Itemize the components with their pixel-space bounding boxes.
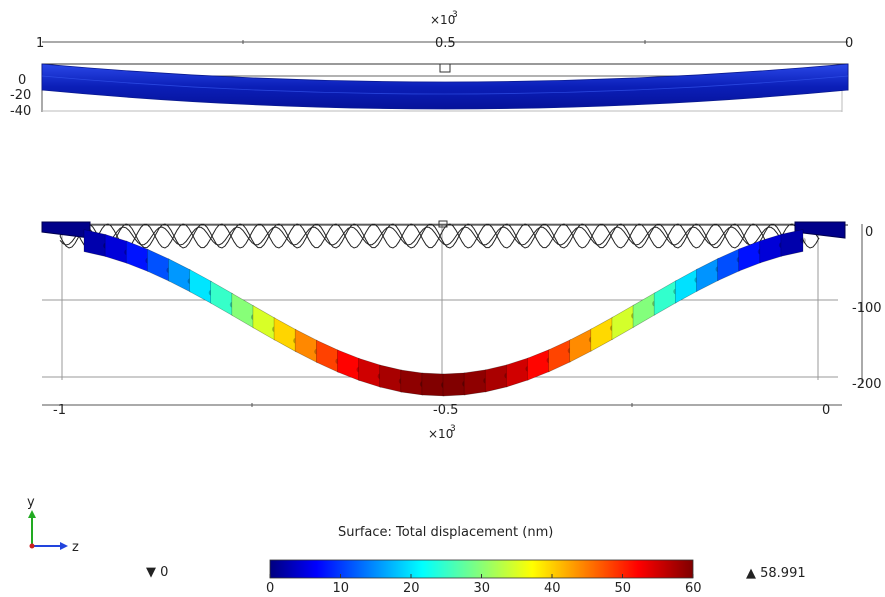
z-arrowhead-icon	[60, 542, 68, 550]
colorbar-ticks: 0 10 20 30 40 50 60	[266, 574, 702, 596]
axis-triad: y z	[27, 495, 79, 555]
top-x-tick-label: 0.5	[435, 36, 456, 51]
top-y-tick-label: -40	[10, 104, 31, 119]
beam-segment	[738, 240, 762, 272]
top-view: ×10 3 1 0.5 0 0 -20 -40	[10, 10, 853, 119]
top-x-tick-label: 0	[845, 36, 853, 51]
top-beam-edge	[41, 75, 849, 95]
triad-y-label: y	[27, 495, 35, 510]
beam-segment	[590, 316, 614, 352]
top-y-tick-label: -20	[10, 88, 31, 103]
beam-segment	[696, 257, 719, 293]
top-center-marker	[439, 63, 451, 73]
beam-segment	[527, 348, 550, 381]
beam-segment	[632, 292, 656, 329]
colorbar-tick-label: 10	[333, 581, 350, 593]
beam-segment	[125, 240, 149, 273]
bottom-center-marker	[438, 220, 448, 228]
beam-segment	[548, 339, 572, 373]
undeformed-serpentine	[42, 223, 848, 249]
top-deformed-beam	[41, 63, 849, 110]
bottom-x-multiplier: ×10	[428, 427, 453, 441]
beam-segment	[231, 292, 255, 329]
beam-segment	[611, 304, 635, 341]
bottom-x-tick-label: 0	[822, 403, 830, 418]
beam-segment	[653, 280, 677, 316]
beam-segment	[717, 248, 740, 282]
beam-segment	[421, 372, 445, 397]
bottom-y-tick-label: -100	[852, 301, 882, 316]
beam-segment	[252, 304, 276, 341]
beam-segment	[442, 372, 466, 397]
legend-max-label: ▲ 58.991	[746, 566, 806, 581]
beam-segment	[759, 233, 783, 264]
legend-caption: Surface: Total displacement (nm)	[338, 525, 553, 540]
beam-segment	[315, 339, 339, 373]
bottom-x-multiplier-exp: 3	[450, 424, 456, 434]
bottom-y-tick-label: 0	[865, 225, 873, 240]
top-y-tick-label: 0	[18, 73, 26, 88]
colorbar-tick-label: 0	[266, 581, 274, 593]
top-x-multiplier: ×10	[430, 13, 455, 27]
beam-segment	[379, 364, 403, 393]
beam-segment	[463, 369, 487, 396]
y-arrowhead-icon	[28, 510, 36, 518]
serpentine-wire	[59, 226, 820, 246]
color-legend: Surface: Total displacement (nm) ▼ 0 ▲ 5…	[146, 525, 806, 596]
beam-anchor	[41, 221, 91, 239]
top-x-multiplier-exp: 3	[452, 10, 458, 20]
bottom-x-tick-label: -1	[53, 403, 66, 418]
colorbar-tick-label: 20	[403, 581, 420, 593]
beam-segment	[273, 317, 297, 353]
beam-segment	[337, 349, 360, 382]
beam-segment	[674, 268, 698, 304]
colorbar-tick-label: 50	[615, 581, 632, 593]
beam-segment	[569, 328, 593, 363]
x-axis-dot-icon	[29, 543, 35, 549]
beam-joint	[800, 237, 806, 244]
beam-segment	[506, 357, 529, 388]
beam-segment	[83, 229, 107, 258]
beam-anchor	[794, 221, 846, 239]
deformed-beam	[41, 221, 846, 397]
triad-z-label: z	[72, 540, 79, 555]
beam-segment	[358, 357, 381, 388]
beam-segment	[294, 328, 318, 364]
beam-segment	[210, 280, 234, 317]
bottom-view: 0 -100 -200 -1 -0.5 0 ×10 3	[41, 220, 882, 441]
bottom-y-tick-label: -200	[852, 377, 882, 392]
beam-segment	[189, 269, 213, 305]
beam-segment	[168, 258, 191, 293]
bottom-x-tick-label: -0.5	[433, 403, 458, 418]
legend-min-label: ▼ 0	[146, 565, 168, 580]
beam-segment	[104, 233, 128, 264]
beam-segment	[147, 248, 170, 282]
top-x-tick-label: 1	[36, 36, 44, 51]
colorbar-tick-label: 30	[474, 581, 491, 593]
beam-segment	[484, 364, 508, 393]
beam-segment	[400, 369, 424, 396]
colorbar-tick-label: 40	[544, 581, 561, 593]
beam-segment	[780, 229, 804, 257]
serpentine-wire	[59, 223, 820, 249]
colorbar-tick-label: 60	[685, 581, 702, 593]
